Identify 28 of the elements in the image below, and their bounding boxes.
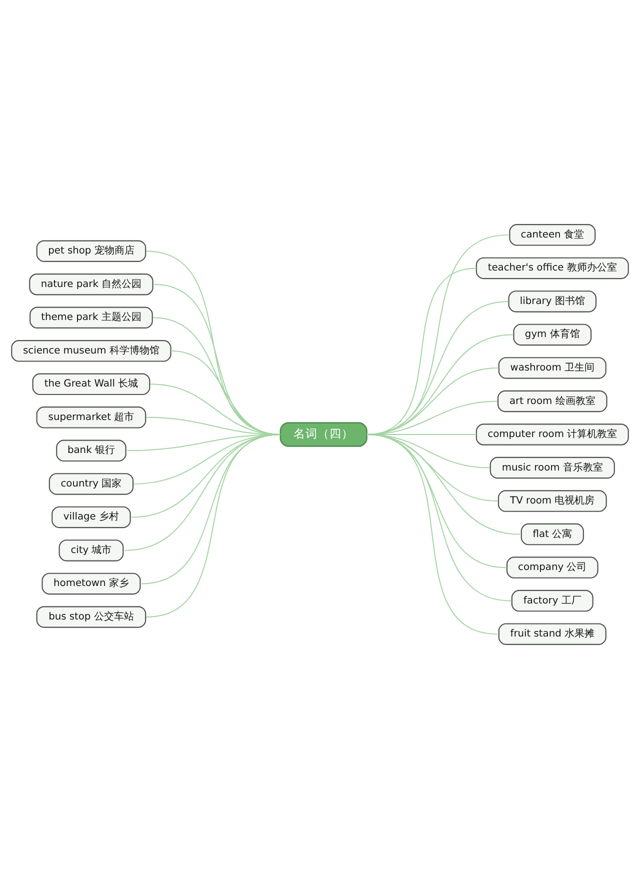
node-box: music room 音乐教室 (490, 456, 615, 479)
node-box: bank 银行 (56, 440, 126, 462)
node-box: teacher's office 教师办公室 (476, 257, 629, 280)
node-box: gym 体育馆 (513, 324, 592, 346)
connector (146, 434, 281, 618)
node-box: computer room 计算机教室 (476, 424, 629, 446)
node-box: factory 工厂 (511, 590, 594, 612)
node-box: science museum 科学博物馆 (11, 340, 172, 362)
node-box: pet shop 宠物商店 (36, 240, 146, 262)
node-box: village 乡村 (52, 506, 131, 528)
node-box: flat 公寓 (520, 523, 584, 546)
node-box: TV room 电视机房 (498, 490, 607, 512)
node-box: bus stop 公交车站 (36, 606, 146, 628)
node-box: country 国家 (48, 473, 134, 495)
node-box: city 城市 (58, 540, 124, 562)
node-box: fruit stand 水果摊 (498, 623, 606, 645)
node-box: canteen 食堂 (509, 224, 596, 246)
node-box: company 公司 (506, 556, 598, 578)
node-box: 名词（四） (280, 422, 368, 447)
node-box: library 图书馆 (508, 290, 597, 312)
node-box: nature park 自然公园 (29, 274, 154, 296)
node-box: hometown 家乡 (42, 572, 141, 595)
node-box: theme park 主题公园 (30, 306, 153, 329)
node-box: supermarket 超市 (36, 406, 146, 428)
node-box: art room 绘画教室 (497, 390, 608, 412)
node-box: washroom 卫生间 (498, 357, 606, 379)
connector (366, 434, 498, 635)
node-box: the Great Wall 长城 (32, 373, 150, 396)
